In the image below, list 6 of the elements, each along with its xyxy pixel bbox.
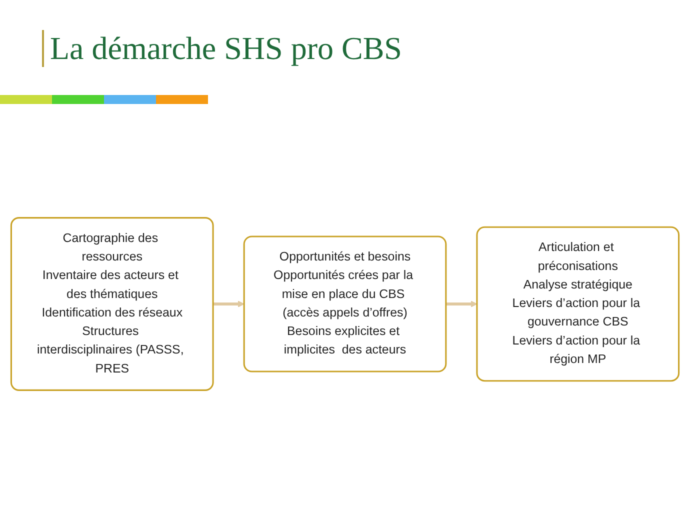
arrow xyxy=(445,300,477,308)
node-box: Opportunités et besoins Opportunités crées par la mise en place du CBS (accès appels d’offres) Besoins explicites et implicites des acteurs xyxy=(242,236,446,372)
node-box: Articulation et préconisations Analyse stratégique Leviers d’action pour la gouvernance CBS Leviers d’action pour la région MP xyxy=(476,226,680,382)
slide-title: La démarche SHS pro CBS xyxy=(42,30,402,67)
node-box: Cartographie des ressources Inventaire des acteurs et des thématiques Identification des réseaux Structures interdisciplinaires (PASSS, PRES xyxy=(10,217,214,391)
arrow xyxy=(212,300,244,308)
